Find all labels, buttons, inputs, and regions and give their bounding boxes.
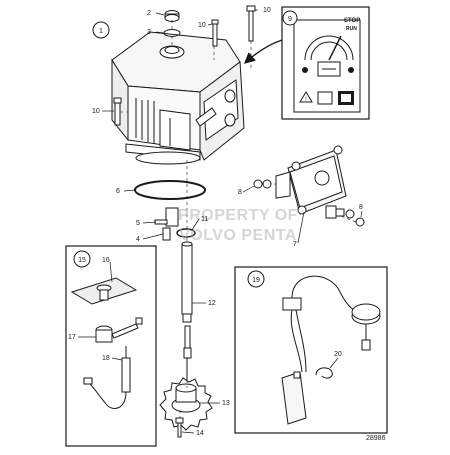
svg-text:!: ! [305,97,307,103]
callout-3: 3 [147,29,151,36]
decal-panel-9: ! STOP RUN [281,6,370,120]
level-sender-7 [253,145,365,227]
callout-15: 15 [78,257,86,264]
watermark-line-1: PROPERTY OF [178,207,298,224]
cap-2 [164,10,180,22]
callout-12: 12 [208,300,216,307]
callout-4: 4 [136,236,140,243]
callout-20: 20 [334,351,342,358]
watermark: PROPERTY OF VOLVO PENTA [178,207,298,244]
callout-circles [73,10,298,288]
callout-6: 6 [116,188,120,195]
tank-housing [111,31,245,165]
callout-1: 1 [99,28,103,35]
callout-5: 5 [136,220,140,227]
callout-8-b: 8 [359,204,363,211]
detail-panel-15 [65,245,157,447]
decal-run-label: RUN [346,26,357,32]
callout-18: 18 [102,355,110,362]
callout-2: 2 [147,10,151,17]
drawing-number: 28986 [366,435,386,442]
o-ring-6 [134,180,206,200]
callout-10-b: 10 [263,7,271,14]
screw-14 [175,417,184,438]
callout-13: 13 [222,400,230,407]
callout-17: 17 [68,334,76,341]
callout-10-a: 10 [198,22,206,29]
decal-stop-label: STOP [344,18,360,24]
detail-panel-19 [234,266,388,434]
watermark-line-2: VOLVO PENTA [179,227,297,244]
callout-labels: 1 9 15 19 2 3 10 10 10 6 8 8 7 5 4 11 12… [68,7,363,437]
callout-19: 19 [252,277,260,284]
callout-16: 16 [102,257,110,264]
callout-7: 7 [293,241,297,248]
callout-11: 11 [201,216,208,223]
ring-11 [176,228,196,238]
callout-8-a: 8 [238,189,242,196]
bolt-10-left [113,97,122,126]
callout-leaders [78,9,363,434]
tube-12 [181,241,193,323]
callout-10-c: 10 [92,108,100,115]
callout-9: 9 [288,16,292,23]
float-sprocket-13 [159,377,213,431]
callout-14: 14 [196,430,204,437]
sensor-rod [183,325,192,380]
panel-9-arrow [243,39,283,64]
